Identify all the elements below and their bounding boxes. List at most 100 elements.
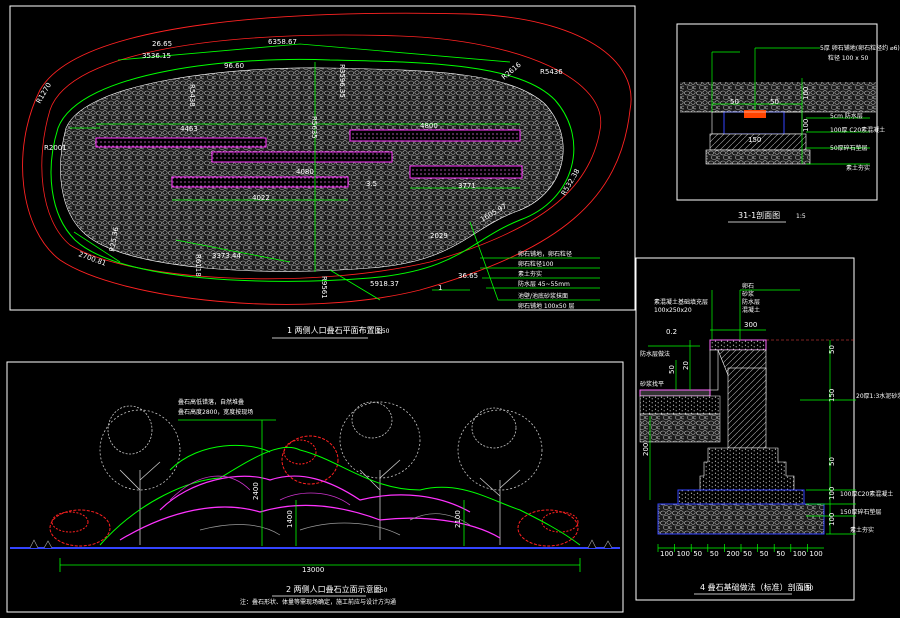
dim-label: R5635: [310, 116, 318, 139]
dim-label: 50: [710, 550, 719, 558]
dim-label: 2029: [430, 232, 448, 240]
note-text: 砂浆: [742, 290, 754, 298]
dim-label: 100: [828, 513, 836, 526]
tree-symbols: [99, 401, 543, 545]
drawing-scale: 1:5: [796, 213, 806, 220]
dim-label: 50: [730, 98, 739, 106]
rock-mass: [99, 444, 581, 546]
tree-icon: [457, 407, 543, 545]
dim-label: 4463: [180, 125, 198, 133]
shrub-icon: [49, 509, 111, 547]
dim-label: 13000: [302, 566, 324, 574]
plan-view: 26.65 3536.15 6358.67 R3596.35 R2616 R54…: [9, 5, 636, 339]
cap-stone: [709, 339, 767, 351]
note-text: 素土夯实: [846, 164, 870, 172]
dim-label: 50: [770, 98, 779, 106]
dim-label: 2700.81: [77, 250, 107, 267]
note-text: 粒径 100 x 50: [828, 54, 869, 62]
note-text: 砂浆找平: [640, 380, 664, 388]
note-text: 卵石铺地，卵石粒径: [518, 250, 572, 258]
dim-label: 1: [438, 284, 442, 292]
dim-label: 100: [828, 487, 836, 500]
dim-label: R6118: [194, 254, 202, 277]
dim-label: 4800: [420, 122, 438, 130]
stepping-stone-row: [171, 176, 349, 188]
section-foundation: 300 0.2 20 50 200 50 150 50 100 100 素混凝土…: [635, 257, 900, 601]
note-text: 卵石粒径100: [518, 260, 554, 268]
dim-label: 50: [776, 550, 785, 558]
stepped-footing: [699, 447, 795, 491]
terrace-pebble: [639, 413, 721, 443]
note-text: 5厚 卵石铺地(卵石粒径约 ⌀6): [820, 44, 900, 52]
note-text: 防水层 45~55mm: [518, 280, 570, 288]
dim-label: 50: [760, 550, 769, 558]
dim-label: R5436: [540, 68, 563, 76]
stepping-stone-row: [409, 165, 523, 179]
drawing-title: 31-1剖面图: [738, 210, 780, 220]
note-text: 100厚 C20素混凝土: [830, 126, 885, 134]
shrub-symbols: [49, 435, 579, 547]
dim-label: 100: [809, 550, 822, 558]
dim-label: 3.5: [366, 180, 377, 188]
plan-frame: [9, 5, 636, 311]
contour-line-inner: [41, 34, 602, 280]
dim-label: 150: [748, 136, 761, 144]
dim-label: 3536.15: [142, 52, 171, 60]
note-text: 叠石高度2800，宽度按现场: [178, 408, 253, 416]
dim-label: R1270: [35, 81, 53, 105]
dim-label: 1400: [286, 510, 294, 528]
core-concrete: [727, 367, 767, 449]
terrace-gravel: [639, 395, 721, 415]
gravel-layer: [705, 149, 811, 165]
note-text: 素土夯实: [518, 270, 542, 278]
dim-label: R2001: [44, 144, 67, 152]
outlet-marker: [744, 110, 766, 118]
elevation-view: 13000 2400 1400 2100 叠石高低错落，自然堆叠 叠石高度280…: [6, 361, 624, 613]
dim-label: R9561: [320, 276, 328, 299]
dim-label: 4022: [252, 194, 270, 202]
note-text: 20厚1:3水泥砂浆找平: [856, 392, 900, 400]
pool-rim: [50, 58, 575, 282]
dim-label: R3596.35: [338, 64, 346, 98]
dim-label: 4080: [296, 168, 314, 176]
dim-label: 26.65: [152, 40, 172, 48]
tree-icon: [339, 401, 421, 540]
drawing-title: 1 两侧人口叠石平面布置图: [287, 325, 383, 335]
stepping-stone-row: [95, 137, 267, 148]
dim-label: 150: [828, 389, 836, 402]
section-labels: 5厚 卵石铺地(卵石粒径约 ⌀6) 粒径 100 x 50 5cm 防水层 10…: [730, 44, 900, 172]
dim-label: R2616: [500, 60, 523, 81]
note-text: 5cm 防水层: [830, 112, 863, 120]
drawing-scale: 1:50: [800, 585, 814, 592]
section-frame: [635, 257, 855, 601]
note-text: 卵石: [742, 282, 754, 290]
wall-thin: [709, 349, 719, 391]
dim-label: 0.2: [666, 328, 677, 336]
footnote-text: 注：叠石形状、体量等需现场确定，施工前应与设计方沟通: [240, 598, 396, 606]
stepping-stone-row: [349, 129, 521, 142]
dim-label: 100: [660, 550, 673, 558]
plan-dimension-lines: [70, 43, 600, 301]
gravel-base: [657, 503, 825, 535]
concrete-slab: [677, 489, 805, 505]
dim-label: 50: [693, 550, 702, 558]
terrace-cap: [639, 389, 711, 397]
section-31-1: 5厚 卵石铺地(卵石粒径约 ⌀6) 粒径 100 x 50 5cm 防水层 10…: [676, 23, 900, 223]
dim-label: R5438: [188, 84, 196, 107]
dim-label: 50: [668, 365, 676, 374]
dim-label: R532.38: [560, 168, 582, 197]
tree-icon: [99, 405, 181, 545]
note-text: 100厚C20素混凝土: [840, 490, 893, 498]
dim-label: 200: [642, 443, 650, 456]
note-text: 池壁/池底砂浆抹面: [518, 292, 568, 300]
drawing-title: 4 叠石基础做法（标准）剖面图: [700, 582, 812, 592]
elevation-labels: 13000 2400 1400 2100 叠石高低错落，自然堆叠 叠石高度280…: [178, 398, 462, 574]
dim-label: 3771: [458, 182, 476, 190]
shrub-icon: [281, 435, 339, 485]
dim-label: 3373.44: [212, 252, 241, 260]
dim-label: 2100: [454, 510, 462, 528]
section-dimension-lines: [711, 47, 870, 165]
elevation-dimension-lines: [59, 419, 581, 572]
